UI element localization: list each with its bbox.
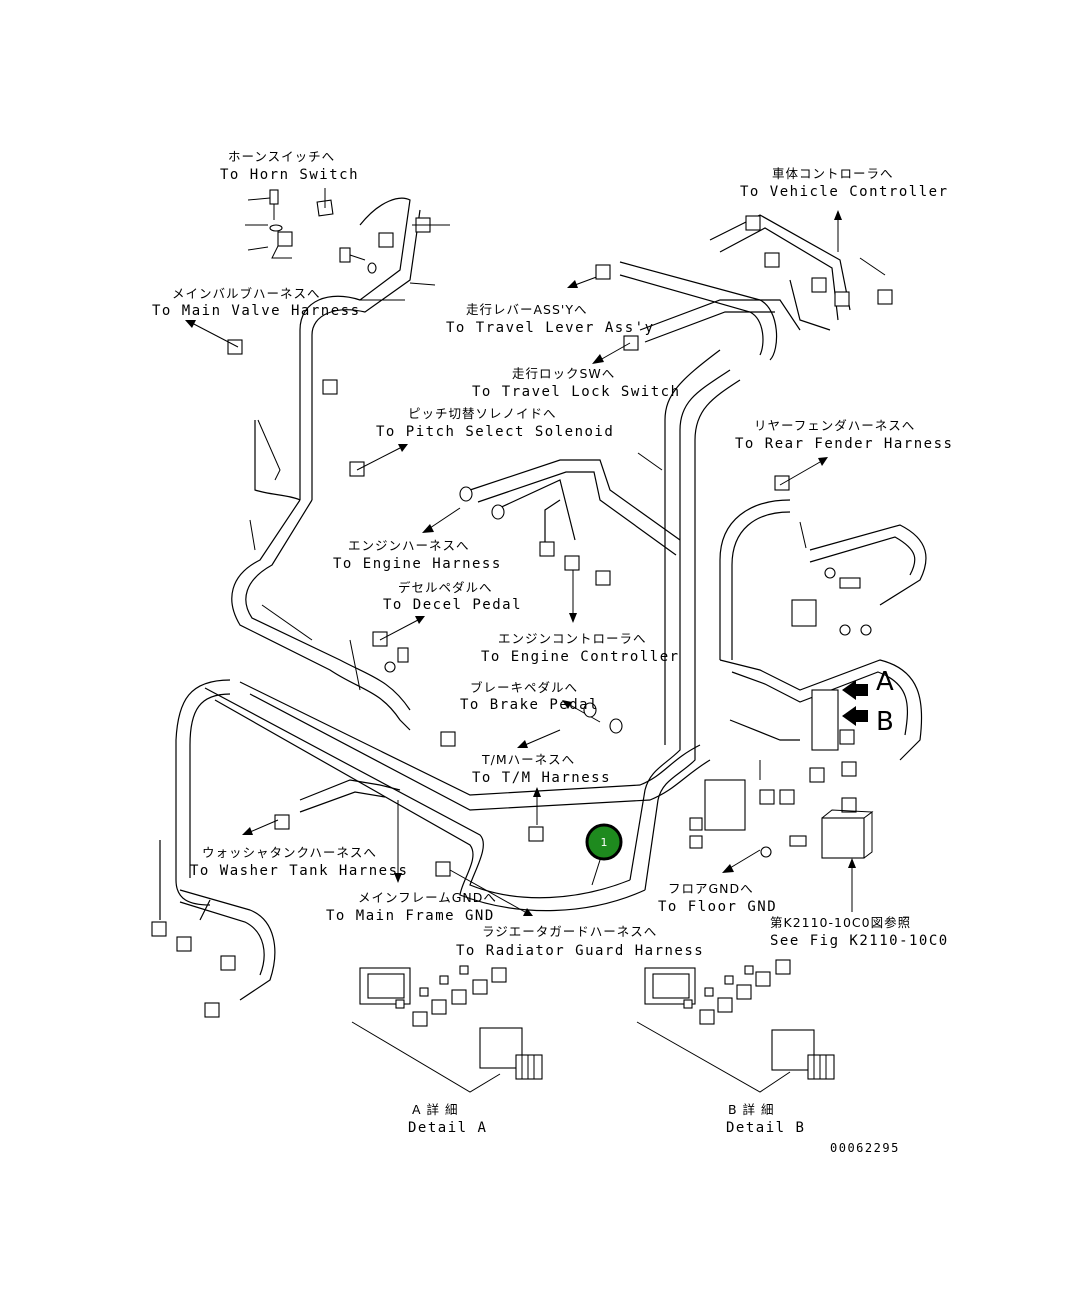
label-detail-a: Detail A <box>408 1120 487 1136</box>
label-pitch-select-jp: ピッチ切替ソレノイドへ <box>408 406 557 421</box>
label-floor-gnd-jp: フロアGNDへ <box>668 881 754 896</box>
label-main-frame-gnd: To Main Frame GND <box>326 908 495 924</box>
label-travel-lock: To Travel Lock Switch <box>472 384 681 400</box>
label-travel-lever: To Travel Lever Ass'y <box>446 320 655 336</box>
label-engine-harness: To Engine Harness <box>333 556 502 572</box>
label-washer-tank-jp: ウォッシャタンクハーネスへ <box>202 845 377 860</box>
hardware <box>245 189 886 858</box>
label-see-fig-jp: 第K2110-10C0図参照 <box>770 915 911 930</box>
label-rear-fender-jp: リヤーフェンダハーネスへ <box>754 418 915 433</box>
item-marker-1[interactable]: 1 <box>585 823 623 886</box>
label-rear-fender: To Rear Fender Harness <box>735 436 953 452</box>
label-brake-pedal-jp: ブレーキペダルへ <box>470 680 578 695</box>
label-engine-controller-jp: エンジンコントローラへ <box>498 631 647 646</box>
label-detail-a-jp: A 詳 細 <box>412 1102 459 1117</box>
label-radiator-guard: To Radiator Guard Harness <box>456 943 704 959</box>
view-arrow-a-label: A <box>876 667 894 697</box>
label-see-fig: See Fig K2110-10C0 <box>770 933 949 949</box>
connectors <box>151 199 893 1018</box>
label-decel-pedal: To Decel Pedal <box>383 597 522 613</box>
label-travel-lock-jp: 走行ロックSWへ <box>512 366 615 381</box>
leader-arrows <box>185 188 868 916</box>
label-floor-gnd: To Floor GND <box>658 899 777 915</box>
item-marker-circle[interactable] <box>585 823 623 861</box>
label-travel-lever-jp: 走行レバーASS'Yへ <box>466 302 588 317</box>
harness-pipes <box>159 197 927 1001</box>
item-marker-number: 1 <box>601 836 608 849</box>
label-main-valve: To Main Valve Harness <box>152 303 361 319</box>
detail-b-callout <box>636 959 835 1093</box>
callout-labels: ホーンスイッチへ To Horn Switch 車体コントローラへ To Veh… <box>152 149 953 1155</box>
label-engine-harness-jp: エンジンハーネスへ <box>348 538 470 553</box>
label-brake-pedal: To Brake Pedal <box>460 697 599 713</box>
label-vehicle-controller-jp: 車体コントローラへ <box>772 166 894 181</box>
label-main-frame-gnd-jp: メインフレームGNDへ <box>358 890 497 905</box>
label-tm-harness-jp: T/Mハーネスへ <box>481 752 575 767</box>
label-engine-controller: To Engine Controller <box>481 649 680 665</box>
label-main-valve-jp: メインバルブハーネスへ <box>172 286 321 301</box>
label-detail-b: Detail B <box>726 1120 805 1136</box>
label-vehicle-controller: To Vehicle Controller <box>740 184 949 200</box>
label-tm-harness: To T/M Harness <box>472 770 611 786</box>
label-horn-switch: To Horn Switch <box>220 167 359 183</box>
detail-a-callout <box>351 965 543 1093</box>
label-decel-pedal-jp: デセルペダルへ <box>398 580 493 595</box>
view-arrow-b-label: B <box>876 707 894 737</box>
drawing-number: 00062295 <box>830 1141 900 1155</box>
label-horn-switch-jp: ホーンスイッチへ <box>228 149 335 164</box>
label-washer-tank: To Washer Tank Harness <box>190 863 408 879</box>
label-detail-b-jp: B 詳 細 <box>728 1102 775 1117</box>
label-radiator-guard-jp: ラジエータガードハーネスへ <box>482 924 657 939</box>
label-pitch-select: To Pitch Select Solenoid <box>376 424 614 440</box>
